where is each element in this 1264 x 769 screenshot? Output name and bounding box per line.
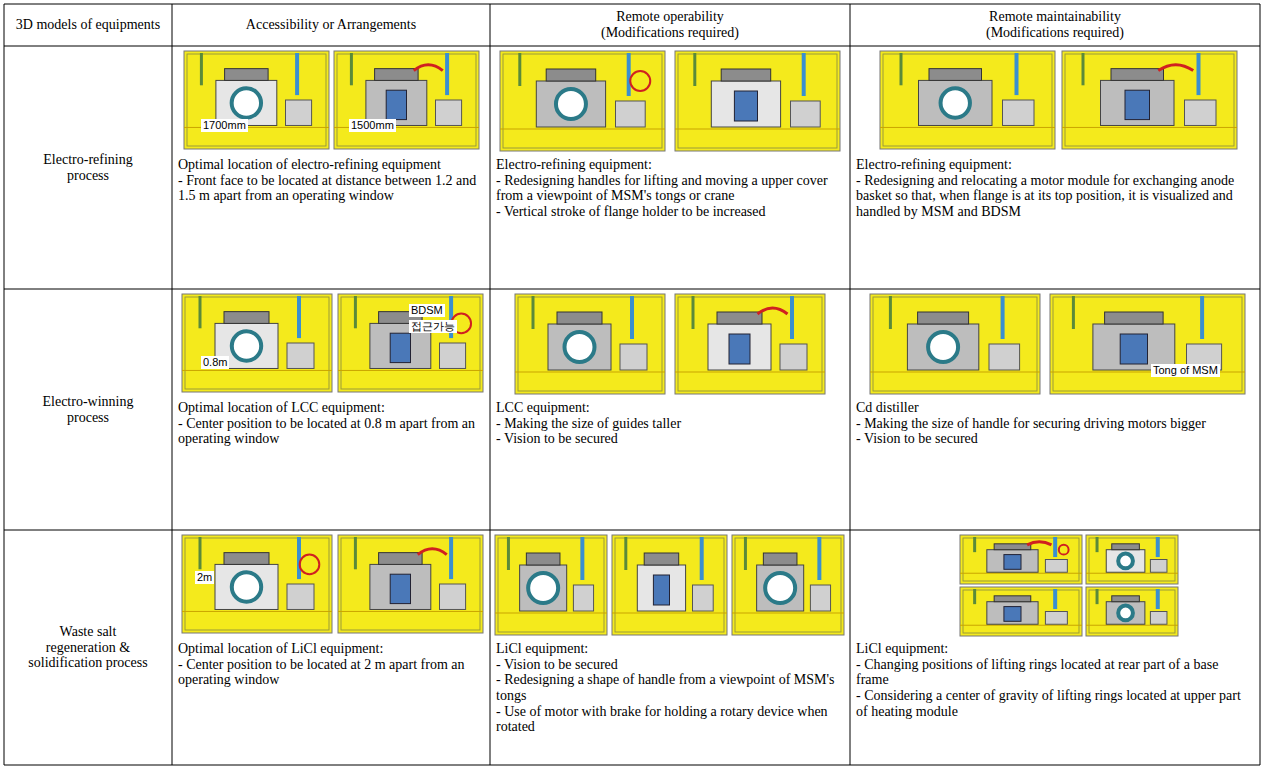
cell-text: Optimal location of electro-refining equ… xyxy=(178,157,484,173)
equipment-3d-view xyxy=(334,51,479,149)
table-cell: Optimal location of LCC equipment:- Cent… xyxy=(173,290,489,529)
cell-text: - Redesigning a shape of handle from a v… xyxy=(496,672,844,703)
cell-text: - Front face to be located at distance b… xyxy=(178,173,484,204)
equipment-3d-view xyxy=(1086,587,1178,636)
table-cell: Waste salt regeneration & solidification… xyxy=(5,531,171,764)
equipment-3d-view xyxy=(1050,294,1245,394)
cell-text: Optimal location of LCC equipment: xyxy=(178,400,484,416)
table-cell: LiCl equipment:- Vision to be secured- R… xyxy=(491,531,849,764)
column-header: 3D models of equipments xyxy=(16,17,160,33)
table-cell: Electro-refining equipment:- Redesigning… xyxy=(851,47,1259,288)
equipment-3d-view xyxy=(732,535,844,635)
cell-text: Electro-refining equipment: xyxy=(856,157,1254,173)
table-cell: Electro-refining equipment:- Redesigning… xyxy=(491,47,849,288)
equipment-3d-view xyxy=(495,535,607,635)
table-cell: Optimal location of electro-refining equ… xyxy=(173,47,489,288)
cell-text: - Vision to be secured xyxy=(496,657,844,673)
equipment-thumbnails xyxy=(182,51,1245,636)
column-header: Remote maintainability (Modifications re… xyxy=(960,9,1150,40)
cell-text: - Redesigning handles for lifting and mo… xyxy=(496,173,844,204)
table-cell: Optimal location of LiCl equipment:- Cen… xyxy=(173,531,489,764)
table-cell: 3D models of equipments xyxy=(5,5,171,45)
cell-text: Electro-refining equipment: xyxy=(496,157,844,173)
table-lines xyxy=(4,4,1260,765)
column-header: Remote operability (Modifications requir… xyxy=(575,9,765,40)
table-cell: Accessibility or Arrangements xyxy=(173,5,489,45)
cell-text: LCC equipment: xyxy=(496,400,844,416)
image-annotation: 1500mm xyxy=(349,119,396,132)
cell-text: - Vertical stroke of flange holder to be… xyxy=(496,204,844,220)
equipment-3d-view xyxy=(182,294,332,392)
row-header: Waste salt regeneration & solidification… xyxy=(28,624,148,671)
cell-text: - Vision to be secured xyxy=(856,431,1254,447)
equipment-3d-view xyxy=(338,535,483,633)
equipment-3d-view xyxy=(182,535,332,633)
equipment-3d-view xyxy=(960,535,1082,584)
row-header: Electro-winning process xyxy=(28,394,148,425)
equipment-3d-view xyxy=(675,294,825,394)
equipment-3d-view xyxy=(338,294,483,392)
equipment-3d-view xyxy=(1062,51,1237,149)
cell-text: Cd distiller xyxy=(856,400,1254,416)
image-annotation: 2m xyxy=(195,571,214,584)
cell-text: - Changing positions of lifting rings lo… xyxy=(856,657,1254,688)
table-cell: Remote maintainability (Modifications re… xyxy=(851,5,1259,45)
equipment-3d-view xyxy=(960,587,1082,636)
image-annotation: BDSM xyxy=(409,304,445,317)
column-header: Accessibility or Arrangements xyxy=(246,17,416,33)
equipment-3d-view xyxy=(880,51,1055,149)
equipment-3d-view xyxy=(184,51,329,149)
image-annotation: 1700mm xyxy=(201,119,248,132)
cell-text: Optimal location of LiCl equipment: xyxy=(178,641,484,657)
cell-text: - Vision to be secured xyxy=(496,431,844,447)
table-cell: Electro-refining process xyxy=(5,47,171,288)
cell-text: - Considering a center of gravity of lif… xyxy=(856,688,1254,719)
equipment-3d-view xyxy=(675,51,840,151)
cell-text: LiCl equipment: xyxy=(856,641,1254,657)
equipment-3d-view xyxy=(515,294,665,394)
table-cell: Remote operability (Modifications requir… xyxy=(491,5,849,45)
table-cell: Cd distiller- Making the size of handle … xyxy=(851,290,1259,529)
table-cell: LiCl equipment:- Changing positions of l… xyxy=(851,531,1259,764)
row-header: Electro-refining process xyxy=(28,152,148,183)
cell-text: LiCl equipment: xyxy=(496,641,844,657)
cell-text: - Making the size of handle for securing… xyxy=(856,416,1254,432)
table-cell: LCC equipment:- Making the size of guide… xyxy=(491,290,849,529)
image-annotation: 접근가능 xyxy=(409,320,457,333)
equipment-3d-view xyxy=(612,535,727,635)
cell-text: - Use of motor with brake for holding a … xyxy=(496,704,844,735)
image-annotation: Tong of MSM xyxy=(1151,364,1220,377)
equipment-3d-view xyxy=(1086,535,1178,584)
equipment-3d-view xyxy=(870,294,1040,394)
cell-text: - Center position to be located at 0.8 m… xyxy=(178,416,484,447)
image-annotation: 0.8m xyxy=(201,356,229,369)
cell-text: - Redesigning and relocating a motor mod… xyxy=(856,173,1254,220)
cell-text: - Center position to be located at 2 m a… xyxy=(178,657,484,688)
equipment-3d-view xyxy=(500,51,665,151)
cell-text: - Making the size of guides taller xyxy=(496,416,844,432)
table-cell: Electro-winning process xyxy=(5,290,171,529)
